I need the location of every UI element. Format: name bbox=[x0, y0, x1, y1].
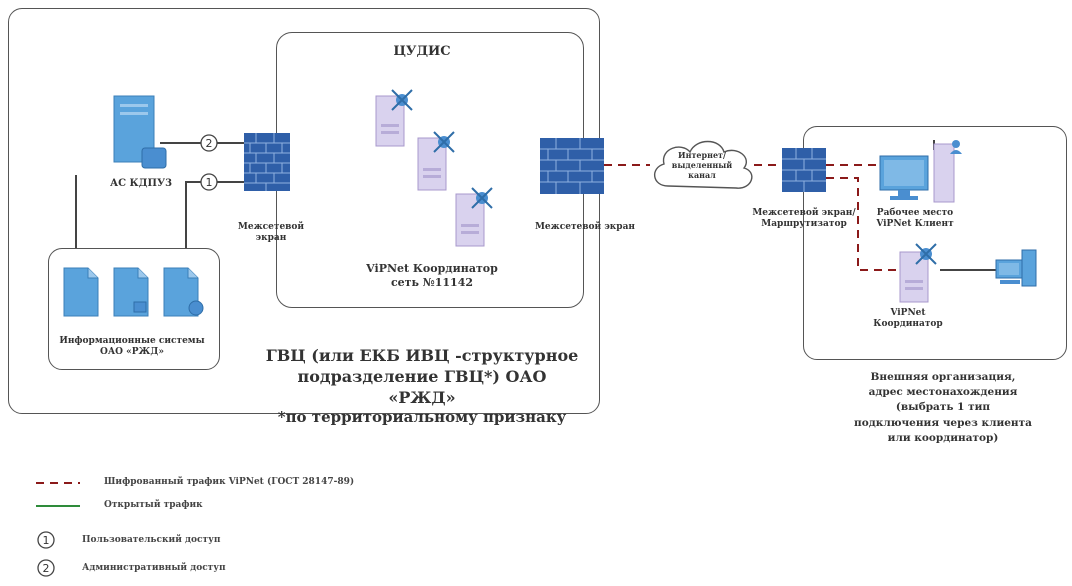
firewall-left-label: Межсетевой экран bbox=[237, 222, 305, 244]
legend-badge-two: 2 bbox=[37, 559, 55, 577]
firewall-icon bbox=[244, 133, 290, 191]
legend-badge-two-text: 2 bbox=[43, 562, 50, 575]
legend-admin-access-text: Административный доступ bbox=[82, 563, 226, 573]
gvc-caption-line1: ГВЦ (или ЕКБ ИВЦ -структурное bbox=[265, 346, 579, 365]
gvc-caption: ГВЦ (или ЕКБ ИВЦ -структурное подразделе… bbox=[262, 346, 582, 428]
legend-encrypted-text: Шифрованный трафик ViPNet (ГОСТ 28147-89… bbox=[104, 477, 355, 487]
external-org-caption: Внешняя организация, адрес местонахожден… bbox=[838, 370, 1048, 446]
external-coordinator-line2: Координатор bbox=[873, 319, 943, 330]
workstation-line1: Рабочее место bbox=[876, 208, 954, 218]
legend-badge-one-text: 1 bbox=[43, 534, 50, 547]
info-system-doc-icon bbox=[163, 267, 204, 317]
external-org-line3: (выбрать 1 тип bbox=[895, 401, 991, 414]
info-systems-line2: ОАО «РЖД» bbox=[100, 347, 164, 358]
coordinator-icon bbox=[899, 243, 937, 303]
legend-badge-one: 1 bbox=[37, 531, 55, 549]
firewall-icon bbox=[540, 138, 604, 194]
gvc-caption-line3: *по территориальному признаку bbox=[277, 408, 567, 427]
link-router-to-coordinator bbox=[826, 177, 905, 271]
workstation-icon bbox=[879, 140, 962, 203]
info-system-doc-icon bbox=[63, 267, 99, 317]
workstation-label: Рабочее место ViPNet Клиент bbox=[860, 208, 970, 231]
badge-one: 1 bbox=[200, 173, 218, 191]
cloud-label: Интернет/ выделенный канал bbox=[658, 150, 746, 180]
info-systems-line1: Информационные системы bbox=[59, 336, 205, 346]
badge-one-text: 1 bbox=[206, 176, 213, 189]
external-org-container bbox=[803, 126, 1067, 360]
info-system-doc-icon bbox=[113, 267, 149, 317]
external-org-line2: адрес местонахождения bbox=[868, 386, 1018, 399]
cudis-coordinator-label: ViPNet Координатор сеть №11142 bbox=[352, 262, 512, 290]
gvc-caption-line2: подразделение ГВЦ*) ОАО «РЖД» bbox=[297, 366, 547, 407]
computer-icon bbox=[995, 249, 1037, 287]
router-line2: Маршрутизатор bbox=[761, 219, 847, 230]
info-systems-label: Информационные системы ОАО «РЖД» bbox=[52, 336, 212, 359]
router-line1: Межсетевой экран/ bbox=[752, 208, 856, 218]
coordinator-icon bbox=[417, 131, 455, 191]
cudis-title: ЦУДИС bbox=[393, 44, 451, 59]
server-icon bbox=[113, 95, 167, 169]
cloud-line1: Интернет/ bbox=[678, 150, 726, 160]
cloud-icon bbox=[654, 140, 753, 189]
router-icon bbox=[782, 148, 826, 192]
info-systems-container bbox=[48, 248, 220, 370]
badge-two: 2 bbox=[200, 134, 218, 152]
coordinator-icon bbox=[375, 89, 413, 147]
legend-open-text: Открытый трафик bbox=[104, 500, 203, 510]
external-coordinator-line1: ViPNet bbox=[890, 308, 926, 318]
link-info-to-firewall bbox=[185, 181, 244, 248]
cloud-line2: выделенный bbox=[671, 160, 733, 170]
router-label: Межсетевой экран/ Маршрутизатор bbox=[744, 208, 864, 231]
external-org-line1: Внешняя организация, bbox=[870, 371, 1016, 383]
gvc-container bbox=[8, 8, 600, 414]
legend-user-access-text: Пользовательский доступ bbox=[82, 535, 221, 545]
badge-two-text: 2 bbox=[206, 137, 213, 150]
cudis-coordinator-line1: ViPNet Координатор bbox=[366, 262, 498, 275]
cloud-line3: канал bbox=[688, 170, 716, 180]
workstation-line2: ViPNet Клиент bbox=[876, 219, 954, 230]
firewall-right-label: Межсетевой экран bbox=[534, 222, 636, 232]
coordinator-icon bbox=[455, 187, 493, 247]
cudis-coordinator-line2: сеть №11142 bbox=[390, 275, 474, 289]
external-coordinator-label: ViPNet Координатор bbox=[868, 308, 948, 331]
external-org-line4: подключения через клиента bbox=[854, 416, 1032, 429]
external-org-line5: или координатор) bbox=[887, 431, 999, 444]
as-kdpu-label: АС КДПУ3 bbox=[109, 178, 173, 189]
